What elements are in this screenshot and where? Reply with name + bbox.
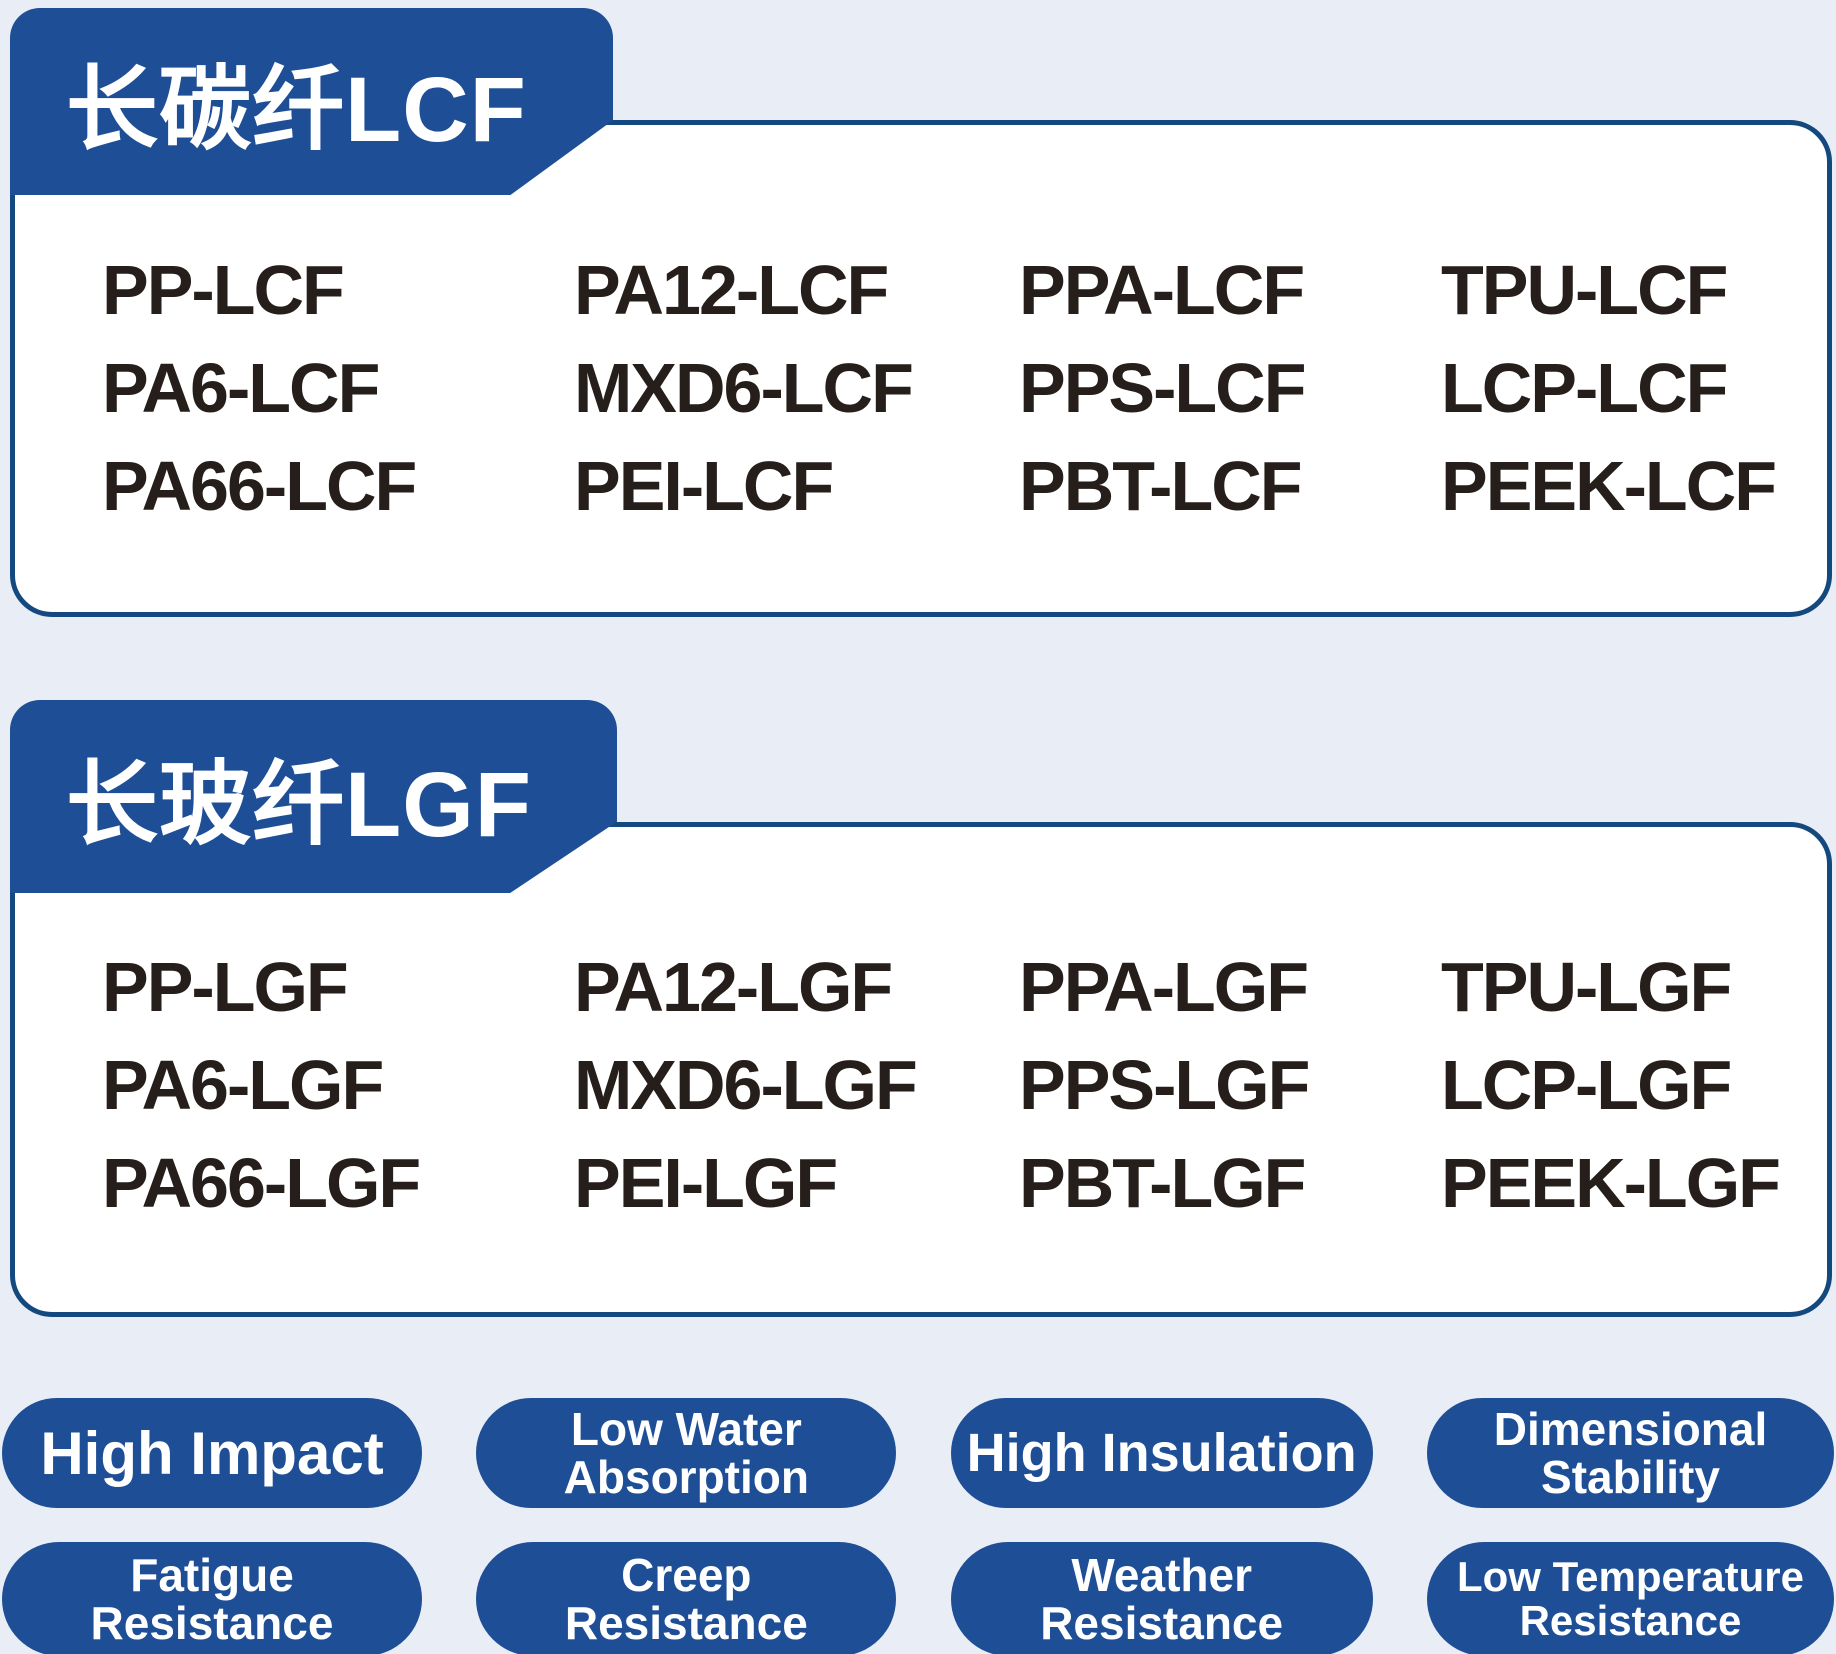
feature-pill-label: High Impact (40, 1419, 384, 1487)
material-item: PA6-LCF (102, 349, 380, 427)
card-long-carbon-fiber: PP-LCF PA12-LCF PPA-LCF TPU-LCF PA6-LCF MXD6-… (10, 120, 1832, 617)
feature-pill: High Impact (2, 1398, 422, 1508)
material-item: LCP-LCF (1441, 349, 1728, 427)
material-item: PA66-LCF (102, 447, 417, 525)
material-item: PP-LGF (102, 948, 349, 1026)
feature-pill-label: Fatigue (130, 1548, 294, 1601)
tab-long-glass-fiber-label: 长玻纤LGF (66, 754, 532, 856)
material-item: MXD6-LGF (574, 1046, 918, 1124)
feature-pill-label: High Insulation (966, 1422, 1357, 1483)
feature-pill-label: Creep (621, 1548, 752, 1601)
material-item: TPU-LCF (1441, 251, 1728, 329)
material-item: MXD6-LCF (574, 349, 914, 427)
feature-pill-label: Resistance (90, 1597, 334, 1649)
material-item: PA12-LCF (574, 251, 889, 329)
materials-grid-lcf: PP-LCF PA12-LCF PPA-LCF TPU-LCF PA6-LCF MXD6-… (15, 125, 1827, 535)
feature-pill-label: Stability (1541, 1451, 1720, 1503)
material-item: PPA-LCF (1019, 251, 1305, 329)
material-item: PA6-LGF (102, 1046, 384, 1124)
material-item: PPS-LCF (1019, 349, 1306, 427)
material-item: PEI-LCF (574, 447, 834, 525)
material-item: PA66-LGF (102, 1144, 421, 1222)
tab-long-glass-fiber: 长玻纤LGF (10, 700, 617, 893)
material-item: PEEK-LCF (1441, 447, 1777, 525)
tab-long-carbon-fiber-label: 长碳纤LCF (66, 59, 527, 161)
material-item: PEI-LGF (574, 1144, 838, 1222)
materials-grid-lgf: PP-LGF PA12-LGF PPA-LGF TPU-LGF PA6-LGF MXD6-… (15, 827, 1827, 1232)
material-item: PBT-LGF (1019, 1144, 1306, 1222)
feature-pill-label: Resistance (1040, 1597, 1284, 1649)
material-item: PP-LCF (102, 251, 345, 329)
feature-pill-label: Low Temperature (1457, 1552, 1804, 1600)
feature-pill: High Insulation (950, 1398, 1373, 1508)
feature-pill-label: Low Water (570, 1402, 802, 1455)
material-item: TPU-LGF (1441, 948, 1732, 1026)
feature-pill-label: Resistance (1519, 1597, 1742, 1644)
tab-long-carbon-fiber: 长碳纤LCF (10, 8, 613, 195)
material-item: PBT-LCF (1019, 447, 1303, 525)
material-item: PPS-LGF (1019, 1046, 1310, 1124)
material-item: PPA-LGF (1019, 948, 1309, 1026)
feature-pill-label: Dimensional (1493, 1402, 1768, 1455)
feature-pill-label: Absorption (563, 1451, 809, 1503)
material-item: PEEK-LGF (1441, 1144, 1781, 1222)
material-item: PA12-LGF (574, 948, 893, 1026)
feature-pill-label: Resistance (564, 1597, 808, 1649)
material-item: LCP-LGF (1441, 1046, 1732, 1124)
feature-pill-label: Weather (1071, 1548, 1252, 1601)
card-long-glass-fiber: PP-LGF PA12-LGF PPA-LGF TPU-LGF PA6-LGF MXD6-… (10, 822, 1832, 1317)
